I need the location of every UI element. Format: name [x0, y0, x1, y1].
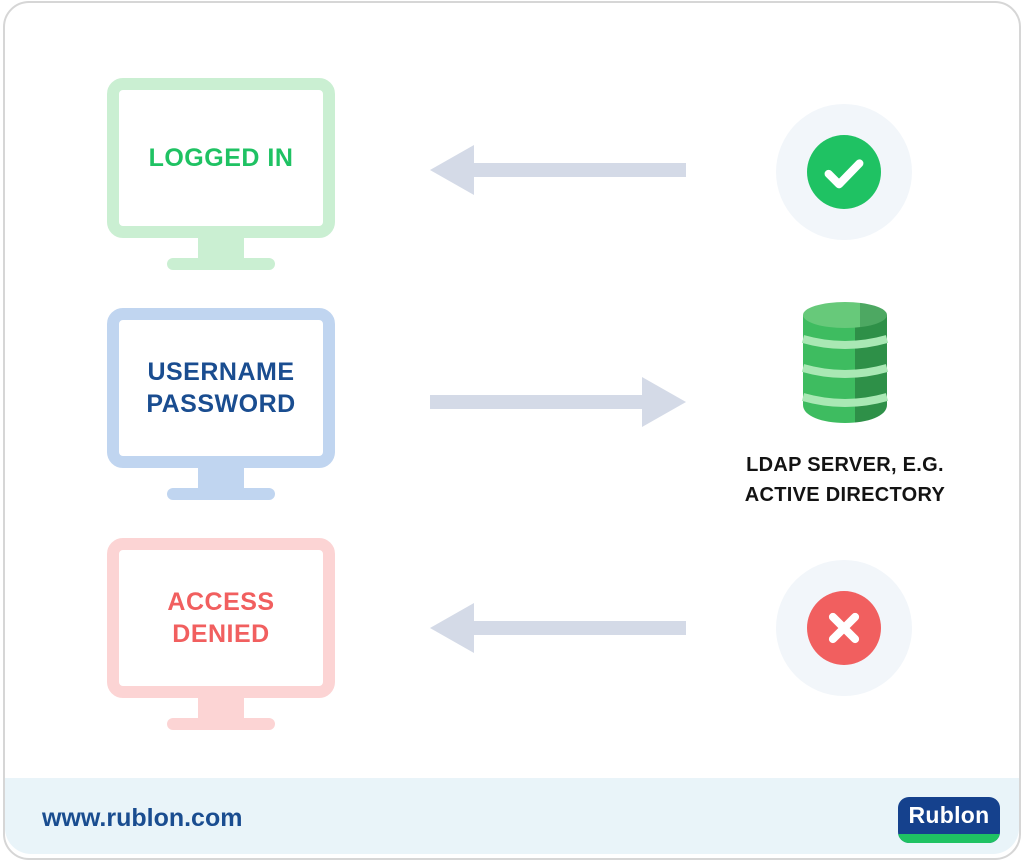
- failure-badge-halo: [776, 560, 912, 696]
- monitor-stand-base: [167, 258, 275, 270]
- database-icon: [801, 302, 889, 423]
- arrow-shaft: [430, 395, 646, 409]
- monitor-stand-neck: [198, 238, 244, 258]
- monitor-stand-base: [167, 718, 275, 730]
- monitor-logged-in-screen: LOGGED IN: [107, 78, 335, 238]
- monitor-credentials: USERNAME PASSWORD: [107, 308, 335, 500]
- logged-in-label: LOGGED IN: [148, 144, 294, 172]
- arrow-shaft: [470, 163, 686, 177]
- ldap-server-label-line1: LDAP SERVER, E.G.: [746, 454, 944, 476]
- monitor-access-denied: ACCESS DENIED: [107, 538, 335, 730]
- monitor-stand-base: [167, 488, 275, 500]
- ldap-server-label: LDAP SERVER, E.G. ACTIVE DIRECTORY: [715, 450, 975, 510]
- footer-band: www.rublon.com Rublon: [5, 778, 1019, 854]
- credentials-submit-arrow-icon: [430, 377, 686, 427]
- monitor-logged-in: LOGGED IN: [107, 78, 335, 270]
- success-badge-halo: [776, 104, 912, 240]
- monitor-credentials-screen: USERNAME PASSWORD: [107, 308, 335, 468]
- failure-result-arrow-icon: [430, 603, 686, 653]
- monitor-access-denied-screen: ACCESS DENIED: [107, 538, 335, 698]
- success-result-arrow-icon: [430, 145, 686, 195]
- denied-label: DENIED: [172, 620, 270, 648]
- monitor-stand-neck: [198, 698, 244, 718]
- arrow-shaft: [470, 621, 686, 635]
- monitor-stand-neck: [198, 468, 244, 488]
- check-circle-icon: [807, 135, 881, 209]
- rublon-logo-text: Rublon: [908, 802, 990, 828]
- arrowhead-right-icon: [642, 377, 686, 427]
- x-circle-icon: [807, 591, 881, 665]
- ldap-server-graphic: [795, 295, 895, 435]
- username-label: USERNAME: [147, 358, 295, 386]
- ldap-server-label-line2: ACTIVE DIRECTORY: [744, 484, 946, 506]
- rublon-logo: Rublon: [898, 797, 1000, 843]
- rublon-logo-green-strip: [898, 834, 1000, 843]
- access-label: ACCESS: [167, 588, 275, 616]
- password-label: PASSWORD: [146, 390, 296, 418]
- arrowhead-left-icon: [430, 145, 474, 195]
- arrowhead-left-icon: [430, 603, 474, 653]
- website-url: www.rublon.com: [42, 804, 243, 832]
